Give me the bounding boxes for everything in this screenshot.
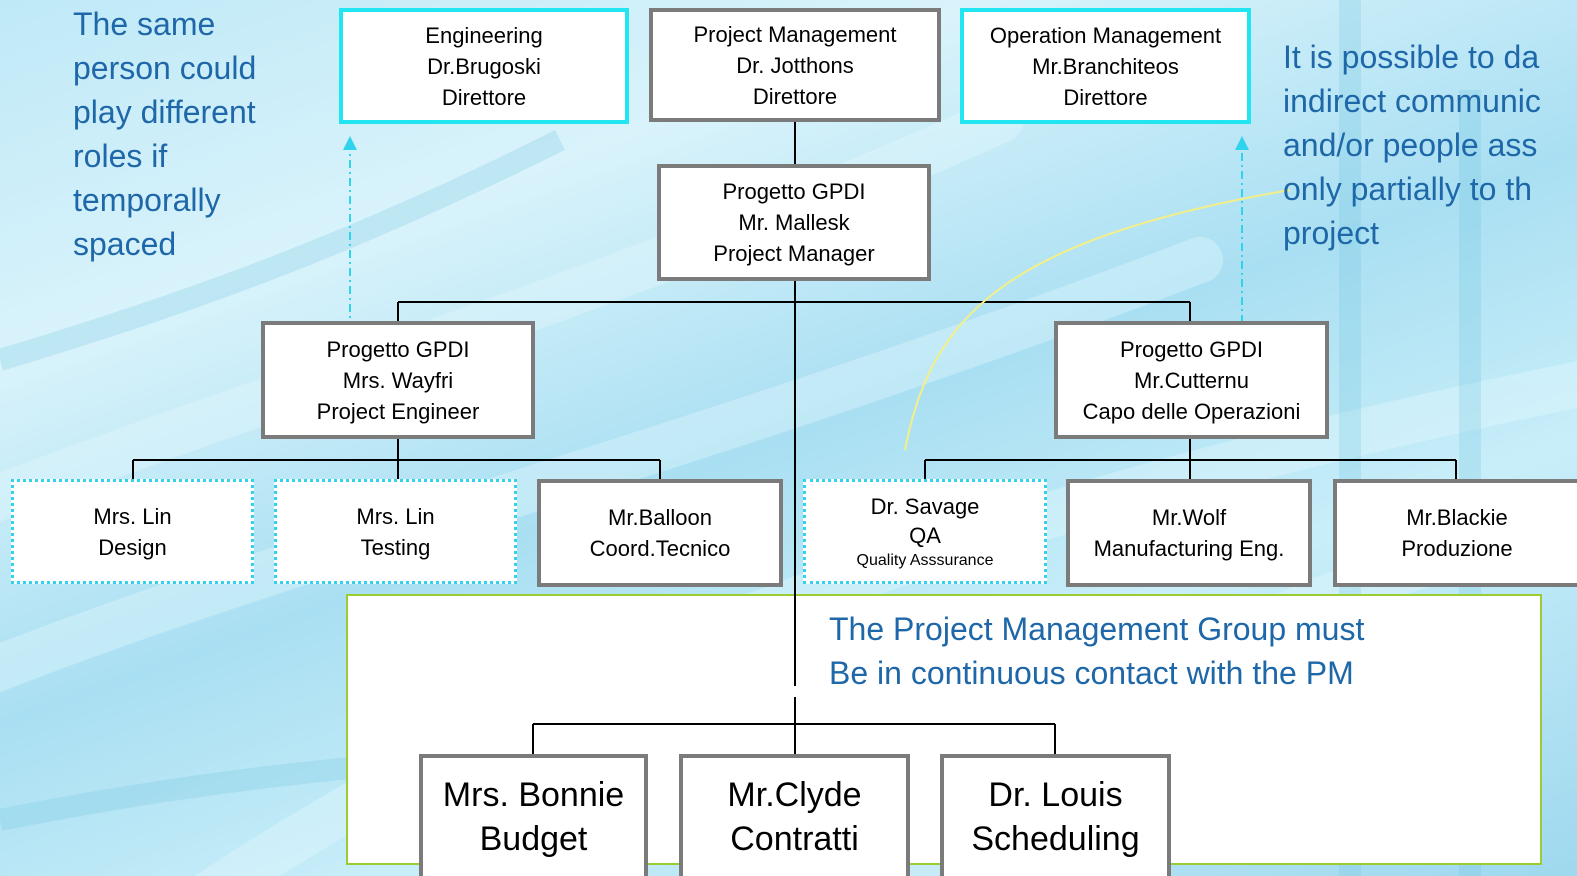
note-group-line: Be in continuous contact with the PM — [829, 655, 1354, 691]
note-right-line: and/or people ass — [1283, 127, 1538, 163]
box-bonnie: Mrs. Bonnie Budget — [419, 754, 648, 876]
box-line: Direttore — [752, 83, 838, 109]
box-line: Project Management — [693, 21, 897, 47]
arrowhead-engineering — [343, 136, 357, 150]
box-project-engineer: Progetto GPDI Mrs. Wayfri Project Engine… — [261, 321, 535, 439]
box-project-management: Project Management Dr. Jotthons Direttor… — [649, 8, 941, 122]
note-left: The same person could play different rol… — [73, 2, 256, 266]
box-line: Direttore — [441, 84, 527, 110]
box-line: Contratti — [730, 820, 859, 858]
box-line-small: Quality Asssurance — [856, 551, 994, 569]
box-line: Design — [98, 534, 167, 560]
box-clyde: Mr.Clyde Contratti — [679, 754, 910, 876]
box-engineering: Engineering Dr.Brugoski Direttore — [339, 8, 629, 124]
box-line: Dr.Brugoski — [427, 53, 541, 79]
box-savage: Dr. Savage QA Quality Asssurance — [803, 479, 1047, 584]
box-operations-chief: Progetto GPDI Mr.Cutternu Capo delle Ope… — [1054, 321, 1329, 439]
annotation-curve — [904, 189, 1291, 451]
note-left-line: play different — [73, 94, 256, 130]
note-group-line: The Project Management Group must — [829, 611, 1365, 647]
box-line: Mr.Balloon — [608, 505, 712, 530]
box-line: Mr.Clyde — [727, 776, 862, 814]
note-right: It is possible to da indirect communic a… — [1283, 35, 1577, 255]
box-line: Project Engineer — [316, 398, 480, 424]
box-wolf: Mr.Wolf Manufacturing Eng. — [1066, 479, 1312, 587]
note-right-line: project — [1283, 215, 1380, 251]
box-line: Mrs. Bonnie — [442, 776, 625, 814]
box-line: Dr. Louis — [988, 776, 1123, 814]
note-right-line: It is possible to da — [1283, 39, 1540, 75]
note-left-line: spaced — [73, 226, 177, 262]
box-line: Mr.Wolf — [1151, 505, 1227, 530]
note-left-line: person could — [73, 50, 257, 86]
box-line: Mr.Branchiteos — [1032, 53, 1179, 79]
box-line: Project Manager — [713, 241, 875, 266]
box-project-manager: Progetto GPDI Mr. Mallesk Project Manage… — [657, 164, 931, 281]
note-right-line: only partially to th — [1283, 171, 1533, 207]
box-lin-testing: Mrs. Lin Testing — [274, 479, 517, 584]
box-line: Testing — [360, 534, 431, 560]
box-line: QA — [909, 522, 941, 548]
box-line: Progetto GPDI — [326, 336, 470, 362]
box-line: Mr. Mallesk — [738, 210, 850, 235]
box-line: Produzione — [1401, 536, 1513, 561]
box-line: Mrs. Wayfri — [342, 367, 454, 393]
box-line: Dr. Savage — [870, 493, 980, 519]
box-line: Progetto GPDI — [722, 179, 866, 204]
box-line: Coord.Tecnico — [589, 536, 731, 561]
note-left-line: temporally — [73, 182, 221, 218]
note-right-line: indirect communic — [1283, 83, 1541, 119]
box-lin-design: Mrs. Lin Design — [11, 479, 254, 584]
box-line: Manufacturing Eng. — [1093, 536, 1285, 561]
box-line: Mrs. Lin — [356, 503, 435, 529]
box-line: Direttore — [1063, 84, 1148, 110]
box-line: Operation Management — [989, 22, 1222, 48]
box-line: Dr. Jotthons — [736, 52, 854, 78]
note-left-line: The same — [73, 6, 216, 42]
box-balloon: Mr.Balloon Coord.Tecnico — [537, 479, 783, 587]
box-louis: Dr. Louis Scheduling — [940, 754, 1171, 876]
box-line: Scheduling — [971, 820, 1140, 858]
box-line: Mr.Blackie — [1406, 505, 1508, 530]
box-line: Budget — [479, 820, 588, 858]
box-line: Capo delle Operazioni — [1082, 398, 1301, 424]
arrowhead-operation — [1235, 136, 1249, 150]
box-line: Progetto GPDI — [1119, 336, 1264, 362]
note-left-line: roles if — [73, 138, 168, 174]
box-operation-management: Operation Management Mr.Branchiteos Dire… — [960, 8, 1251, 124]
box-line: Mrs. Lin — [93, 503, 172, 529]
box-blackie: Mr.Blackie Produzione — [1333, 479, 1577, 587]
box-line: Engineering — [425, 22, 543, 48]
note-group: The Project Management Group must Be in … — [829, 607, 1364, 695]
box-line: Mr.Cutternu — [1134, 367, 1249, 393]
